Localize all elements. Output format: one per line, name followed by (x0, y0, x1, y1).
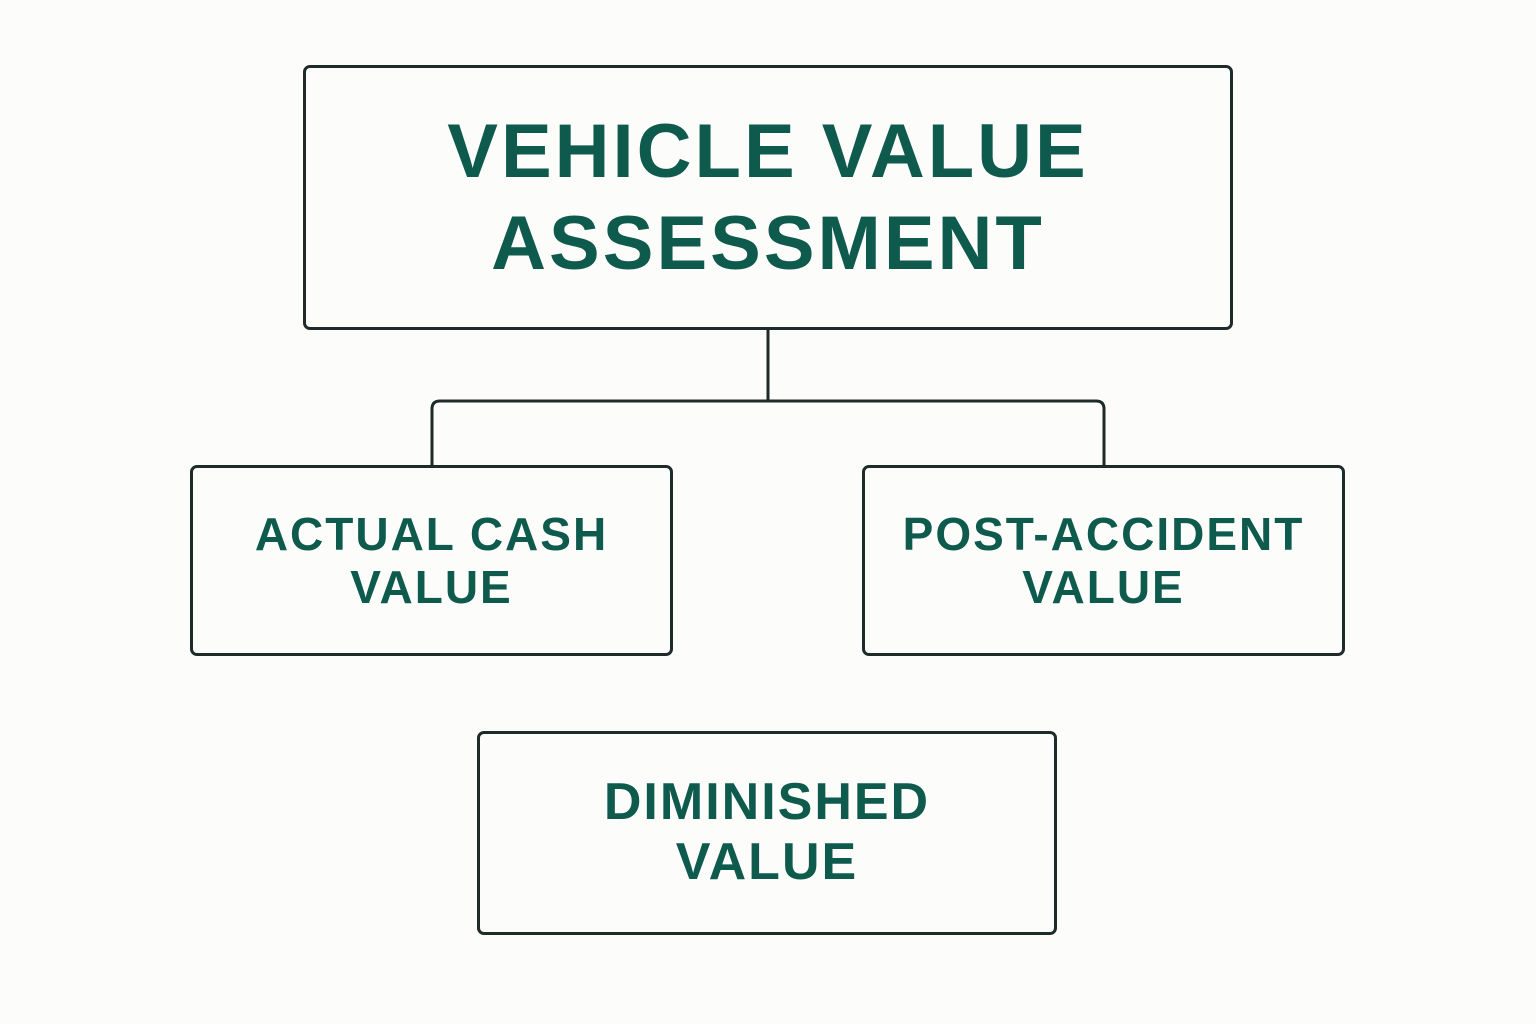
node-diminished-value: DIMINISHED VALUE (477, 731, 1057, 935)
post-accident-value-label: POST-ACCIDENT VALUE (903, 508, 1305, 614)
node-post-accident-value: POST-ACCIDENT VALUE (862, 465, 1345, 656)
root-label-line-2: ASSESSMENT (491, 200, 1045, 286)
actual-cash-value-line-2: VALUE (350, 560, 513, 613)
post-accident-value-line-2: VALUE (1022, 560, 1185, 613)
actual-cash-value-label: ACTUAL CASH VALUE (255, 508, 608, 614)
root-node-vehicle-value-assessment: VEHICLE VALUE ASSESSMENT (303, 65, 1233, 330)
root-label-line-1: VEHICLE VALUE (447, 109, 1089, 195)
root-node-label: VEHICLE VALUE ASSESSMENT (447, 106, 1088, 288)
node-actual-cash-value: ACTUAL CASH VALUE (190, 465, 673, 656)
diminished-value-line-2: VALUE (675, 833, 859, 891)
diminished-value-label: DIMINISHED VALUE (604, 773, 930, 893)
actual-cash-value-line-1: ACTUAL CASH (254, 507, 609, 560)
branch-bracket-line (430, 399, 1106, 465)
post-accident-value-line-1: POST-ACCIDENT (902, 507, 1305, 560)
diminished-value-line-1: DIMINISHED (603, 773, 931, 832)
